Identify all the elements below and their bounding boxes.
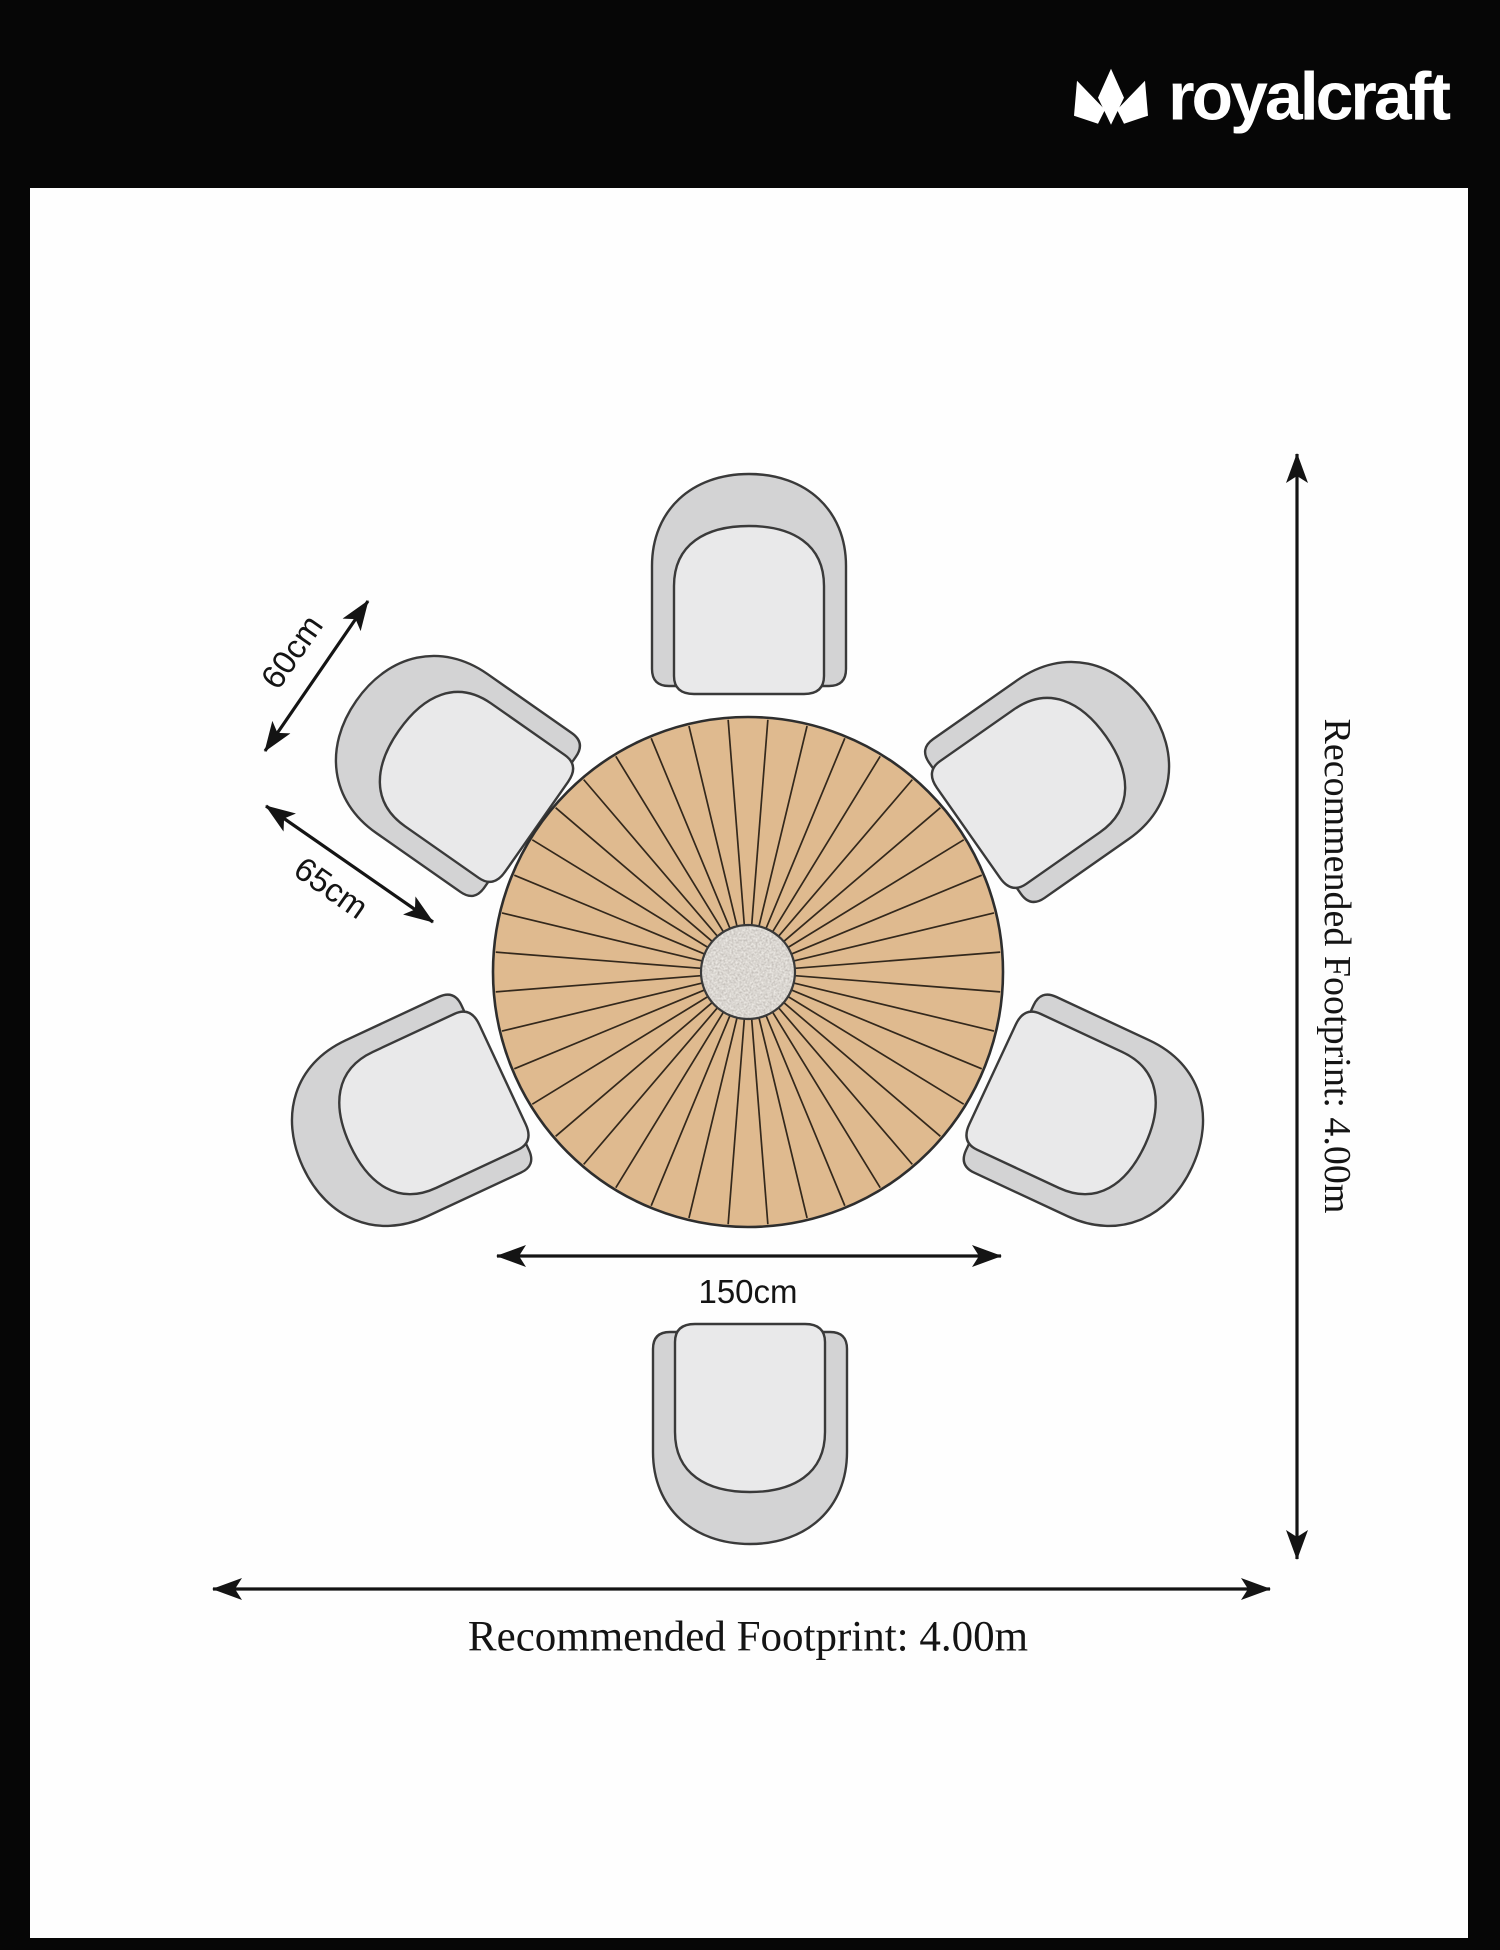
chair-bottom [651,1322,849,1546]
chair-width-arrow [263,600,370,752]
chair-depth-arrow [265,804,434,924]
chair-top [650,472,848,696]
granite-center [699,923,797,1021]
dimension-arrows [212,453,1308,1600]
brand-logo: royalcraft [1070,58,1451,135]
table-diameter-label: 150cm [698,1273,798,1310]
crown-icon [1074,68,1149,125]
footprint-right-label: Recommended Footprint: 4.00m [1316,718,1358,1214]
header-bar: royalcraft [0,0,1500,188]
brand-name: royalcraft [1168,58,1451,135]
dining-table [491,715,1005,1229]
table-slats [495,719,1001,1225]
footprint-bottom-label: Recommended Footprint: 4.00m [467,1613,1029,1661]
